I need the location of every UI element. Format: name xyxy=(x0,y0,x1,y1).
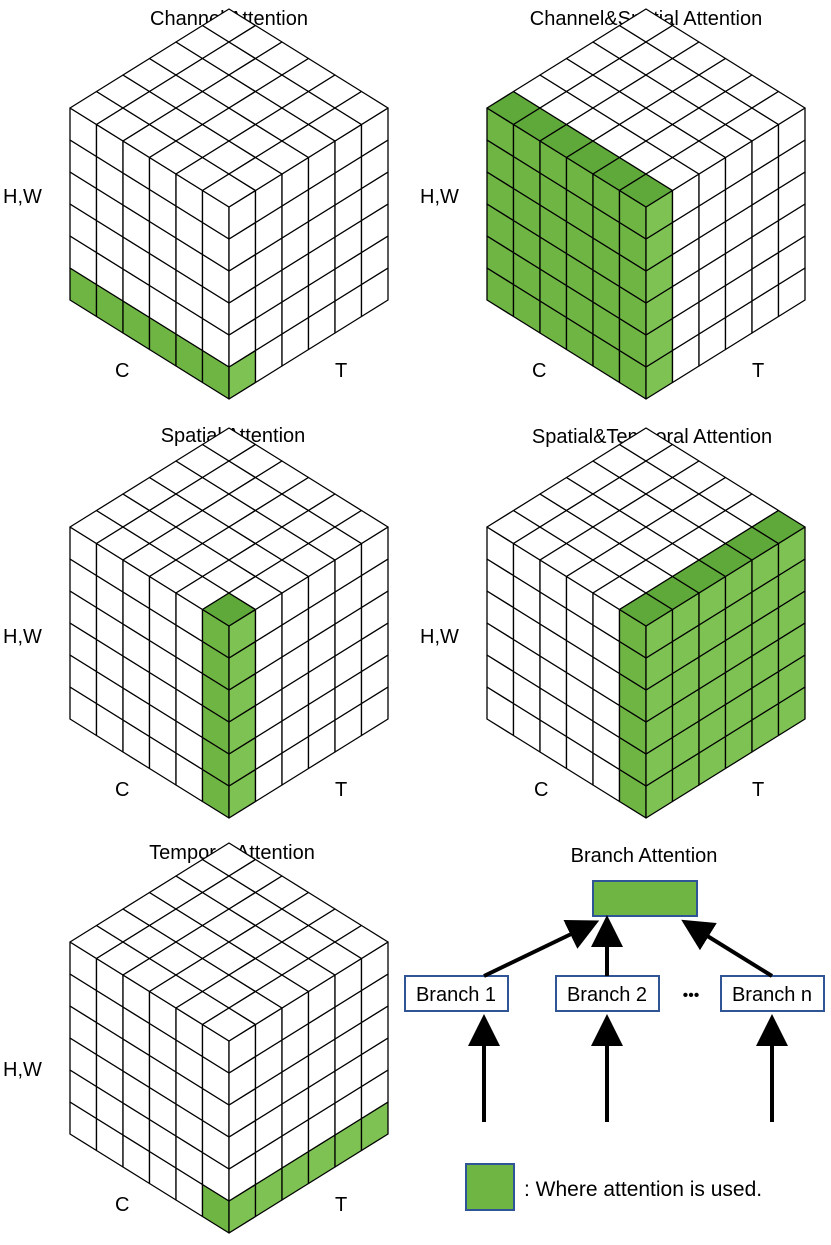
branch-2-box xyxy=(555,975,660,1012)
cube-spatial-temporal-attention xyxy=(486,427,806,819)
axis-label-t: T xyxy=(335,1194,347,1216)
cube-top-face-cell xyxy=(751,90,806,126)
branch-2-label: Branch 2 xyxy=(567,984,647,1006)
axis-label-hw: H,W xyxy=(3,626,42,648)
axis-label-c: C xyxy=(115,1194,129,1216)
legend-swatch xyxy=(465,1163,515,1211)
cube-channel-attention xyxy=(69,8,389,400)
branch-1-box xyxy=(404,975,509,1012)
axis-label-t: T xyxy=(335,360,347,382)
branch-1-label: Branch 1 xyxy=(416,984,496,1006)
axis-label-c: C xyxy=(115,779,129,801)
axis-label-c: C xyxy=(534,779,548,801)
branch-n-box xyxy=(720,975,825,1012)
cube-temporal-attention xyxy=(69,842,389,1234)
cube-channel-spatial-attention xyxy=(486,8,806,400)
axis-label-t: T xyxy=(752,779,764,801)
cube-spatial-attention xyxy=(69,427,389,819)
axis-label-hw: H,W xyxy=(420,626,459,648)
axis-label-c: C xyxy=(532,360,546,382)
axis-label-c: C xyxy=(115,360,129,382)
cube-top-face-cell xyxy=(751,509,806,545)
axis-label-t: T xyxy=(335,779,347,801)
branch-output-box xyxy=(592,880,698,917)
branch-attention-title: Branch Attention xyxy=(571,845,718,867)
branch-ellipsis: ••• xyxy=(683,987,700,1004)
axis-label-hw: H,W xyxy=(3,186,42,208)
arrow-branch-1-to-output xyxy=(483,919,600,978)
axis-label-hw: H,W xyxy=(3,1059,42,1081)
cube-top-face-cell xyxy=(334,924,389,960)
arrow-branch-n-to-output xyxy=(681,919,774,978)
axis-label-hw: H,W xyxy=(420,186,459,208)
legend-text: : Where attention is used. xyxy=(524,1178,762,1201)
cube-top-face-cell xyxy=(334,90,389,126)
axis-label-t: T xyxy=(752,360,764,382)
branch-n-label: Branch n xyxy=(732,984,812,1006)
cube-top-face-cell xyxy=(334,509,389,545)
